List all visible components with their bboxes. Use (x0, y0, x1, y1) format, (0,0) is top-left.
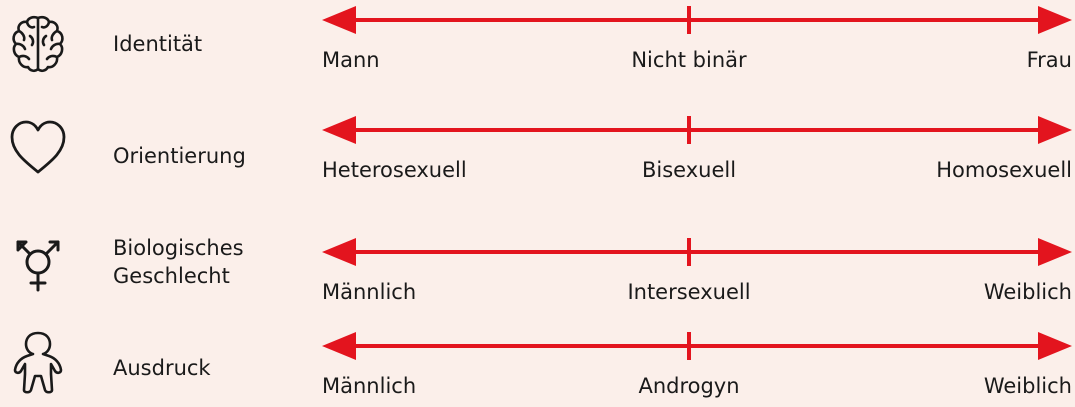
spectrum-scale: Männlich Androgyn Weiblich (322, 332, 1072, 398)
scale-right-label: Frau (1026, 48, 1072, 72)
scale-middle-label: Bisexuell (641, 158, 737, 182)
scale-right-label: Homosexuell (936, 158, 1072, 182)
row-ausdruck: Ausdruck Männlich Androgyn Weiblich (0, 312, 1075, 407)
heart-icon (6, 116, 70, 180)
row-label: Biologisches Geschlecht (113, 236, 244, 288)
row-biologisches-geschlecht: Biologisches Geschlecht Männlich Interse… (0, 208, 1075, 308)
person-icon (6, 330, 70, 394)
scale-right-label: Weiblich (983, 374, 1072, 398)
spectrum-scale: Heterosexuell Bisexuell Homosexuell (322, 116, 1072, 182)
row-label: Orientierung (113, 144, 246, 168)
scale-left-label: Heterosexuell (322, 158, 467, 182)
spectrum-scale: Mann Nicht binär Frau (322, 6, 1072, 72)
scale-middle-label: Intersexuell (627, 280, 751, 304)
brain-icon (6, 12, 70, 76)
double-arrow-axis (322, 6, 1072, 34)
transgender-symbol-icon (6, 232, 70, 296)
scale-middle-label: Nicht binär (631, 48, 747, 72)
double-arrow-axis (322, 332, 1072, 360)
row-identitaet: Identität Mann Nicht binär Frau (0, 0, 1075, 100)
row-label: Ausdruck (113, 356, 211, 380)
spectrum-scale: Männlich Intersexuell Weiblich (322, 238, 1072, 304)
scale-left-label: Männlich (322, 374, 417, 398)
scale-left-label: Männlich (322, 280, 417, 304)
scale-right-label: Weiblich (983, 280, 1072, 304)
scale-left-label: Mann (322, 48, 380, 72)
row-orientierung: Orientierung Heterosexuell Bisexuell Hom… (0, 100, 1075, 200)
double-arrow-axis (322, 116, 1072, 144)
row-label: Identität (113, 32, 203, 56)
double-arrow-axis (322, 238, 1072, 266)
scale-middle-label: Androgyn (638, 374, 740, 398)
